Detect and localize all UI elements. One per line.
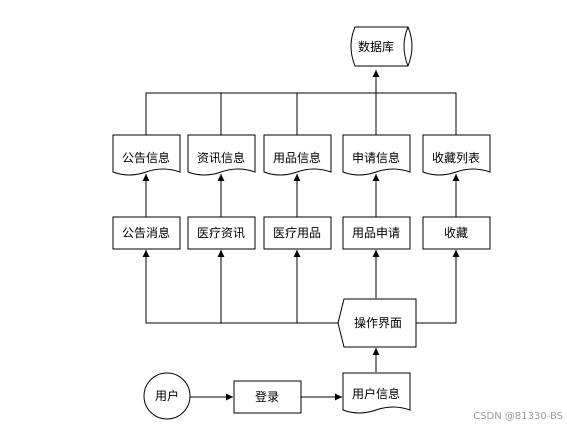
login-node: 登录 [233,380,302,414]
process-favorites: 收藏 [422,216,491,250]
watermark: CSDN @81330-BS [473,411,563,422]
document-supplies-info-label: 用品信息 [273,150,321,165]
connectors [142,70,460,401]
process-medical-news: 医疗资讯 [187,216,256,250]
process-notice-label: 公告消息 [122,225,170,240]
user-info-node: 用户信息 [342,372,411,414]
document-supplies-info: 用品信息 [263,134,332,176]
user-label: 用户 [155,388,179,403]
interface-label: 操作界面 [354,315,402,330]
process-supplies-apply-label: 用品申请 [352,226,400,240]
document-favorites-list-label: 收藏列表 [432,151,480,165]
database-node: 数据库 [350,26,413,67]
interface-node: 操作界面 [337,298,417,348]
login-label: 登录 [255,389,279,404]
process-favorites-label: 收藏 [444,226,468,240]
process-medical-supplies: 医疗用品 [263,216,332,250]
process-notice: 公告消息 [112,216,181,250]
document-news-info-label: 资讯信息 [197,150,245,165]
process-medical-supplies-label: 医疗用品 [273,226,321,240]
user-info-label: 用户信息 [352,386,400,401]
database-label: 数据库 [358,39,394,54]
document-notice-info-label: 公告信息 [122,150,170,165]
document-news-info: 资讯信息 [187,134,256,176]
process-medical-news-label: 医疗资讯 [197,226,245,240]
document-apply-info: 申请信息 [342,134,411,176]
user-node: 用户 [143,372,191,420]
document-notice-info: 公告信息 [112,134,181,176]
document-favorites-list: 收藏列表 [422,134,491,176]
process-supplies-apply: 用品申请 [342,216,411,250]
document-apply-info-label: 申请信息 [352,150,400,165]
